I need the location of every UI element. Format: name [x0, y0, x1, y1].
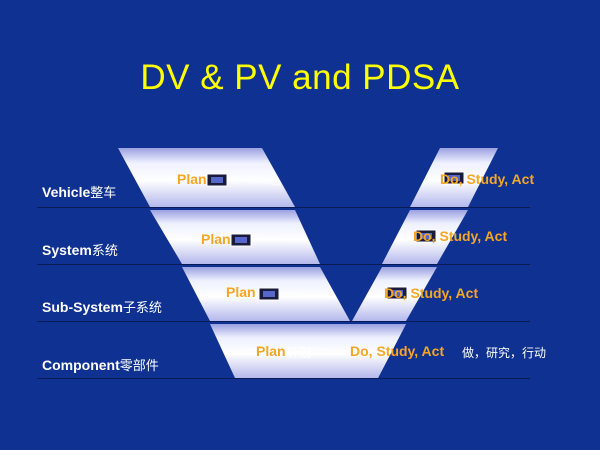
level-name-en: System [42, 242, 92, 258]
chip-icon [443, 171, 465, 185]
divider-line [37, 207, 530, 208]
plan-tag-system: Plan [201, 231, 231, 247]
level-name-en: Vehicle [42, 184, 91, 200]
level-label-component: Component零部件 [42, 355, 159, 374]
pdsa-tag-vehicle: Do, Study, Act [440, 171, 535, 187]
level-name-zh: 整车 [90, 185, 117, 200]
pdsa-tag-component: Do, Study, Act [350, 343, 445, 359]
level-label-subsystem: Sub-System子系统 [42, 297, 162, 316]
chip-icon [386, 286, 408, 300]
chip-icon [230, 233, 252, 247]
divider-line [37, 321, 530, 322]
divider-line [37, 264, 530, 265]
plan-tag-subsystem: Plan [226, 284, 256, 300]
plan-tag-zh: 计划 [287, 346, 312, 360]
pdsa-tag-system: Do, Study, Act [413, 228, 508, 244]
bottom-band [235, 324, 406, 378]
level-label-vehicle: Vehicle整车 [42, 182, 116, 201]
plan-tag-vehicle: Plan [177, 171, 207, 187]
divider-line [37, 378, 530, 379]
plan-tag-component: Plan [256, 343, 286, 359]
level-label-system: System系统 [42, 240, 118, 259]
slide-title: DV & PV and PDSA [140, 58, 460, 97]
level-name-zh: 零部件 [119, 358, 159, 373]
level-name-zh: 子系统 [122, 300, 162, 315]
level-name-en: Component [42, 357, 120, 373]
chip-icon [206, 173, 228, 187]
pdsa-tag-subsystem: Do, Study, Act [384, 285, 479, 301]
pdsa-tag-zh: 做，研究，行动 [462, 346, 547, 360]
level-name-en: Sub-System [42, 299, 123, 315]
chip-icon [415, 229, 437, 243]
chip-icon [258, 287, 280, 301]
level-name-zh: 系统 [91, 243, 118, 258]
